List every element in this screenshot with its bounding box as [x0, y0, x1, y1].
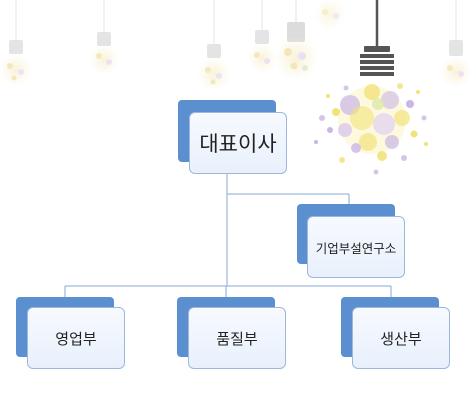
glowing-lightbulb-icon [314, 0, 428, 175]
hanging-lightbulb-icon [314, 0, 346, 30]
org-node-ceo-label: 대표이사 [189, 112, 287, 174]
org-node-quality-label: 품질부 [188, 307, 286, 369]
hanging-lightbulb-icon [89, 0, 119, 75]
org-node-production-label: 생산부 [352, 307, 450, 369]
hanging-lightbulb-icon [0, 0, 32, 86]
org-node-sales-label: 영업부 [27, 307, 125, 369]
connector-lines [64, 174, 392, 297]
org-node-research-lab-label: 기업부설연구소 [307, 216, 405, 278]
hanging-lightbulb-icon [274, 0, 318, 80]
hanging-lightbulb-icon [247, 0, 277, 73]
hanging-lightbulb-icon [440, 0, 472, 88]
hanging-lightbulb-icon [197, 0, 231, 91]
